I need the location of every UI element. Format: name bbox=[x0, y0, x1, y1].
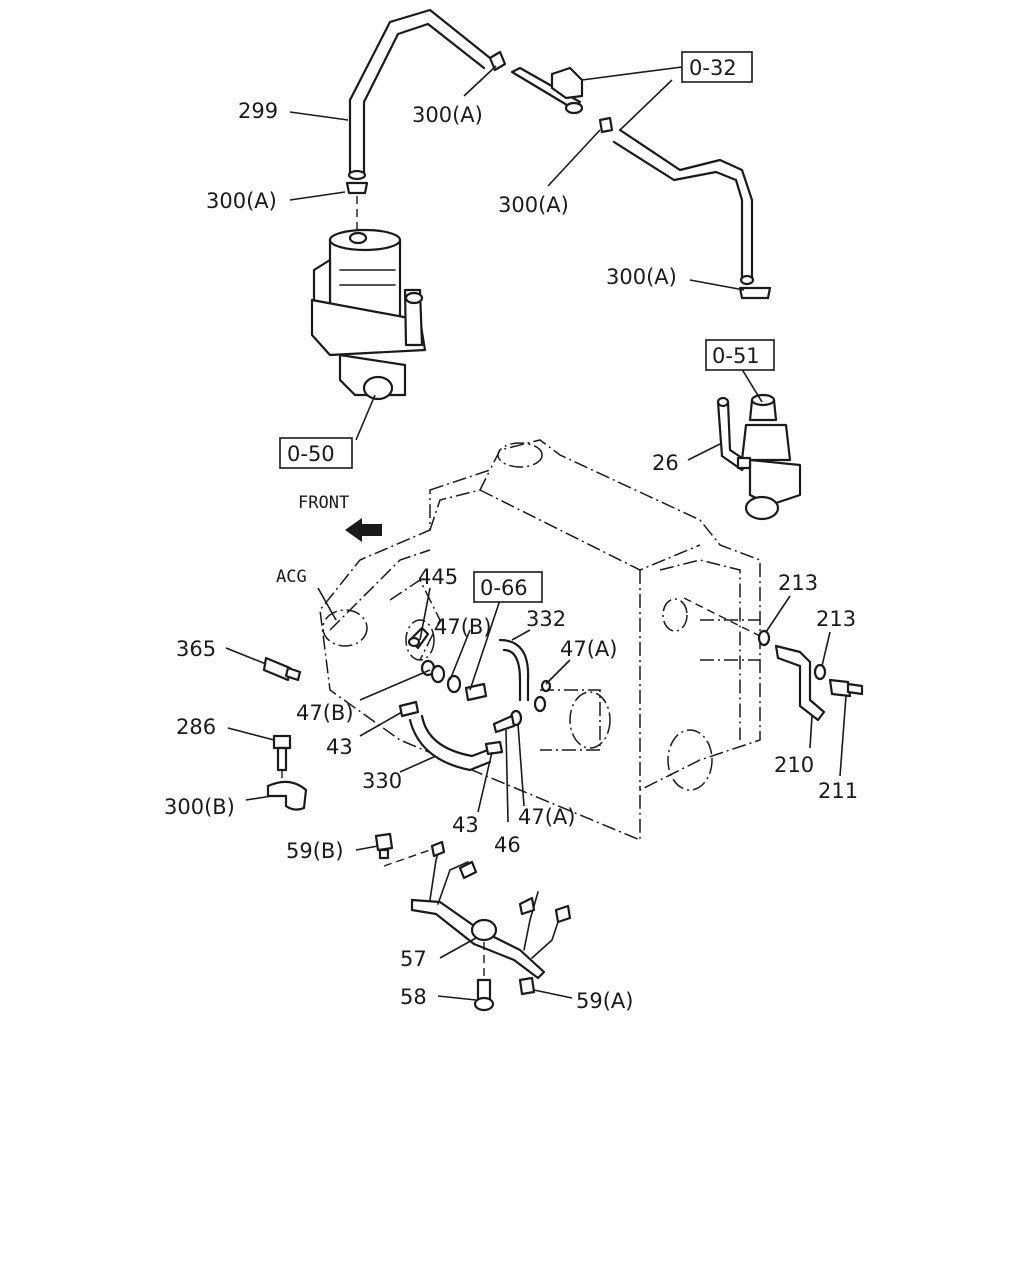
label-59b: 59(B) bbox=[286, 839, 344, 863]
ref-box-032: 0-32 bbox=[681, 51, 753, 83]
clamp-300a-upper bbox=[488, 50, 507, 72]
bolt-066 bbox=[464, 682, 488, 702]
bolt-445 bbox=[407, 626, 430, 650]
clamp-43-upper bbox=[398, 700, 420, 718]
hose-299 bbox=[347, 8, 492, 181]
label-213-1: 213 bbox=[778, 571, 818, 595]
ref-label-051: 0-51 bbox=[712, 344, 760, 368]
label-front: FRONT bbox=[298, 493, 349, 513]
fitting-210 bbox=[683, 597, 827, 722]
label-43-1: 43 bbox=[326, 735, 353, 759]
bolt-286 bbox=[272, 734, 292, 782]
ref-label-050: 0-50 bbox=[287, 442, 335, 466]
label-299: 299 bbox=[238, 99, 278, 123]
hose-330 bbox=[408, 714, 492, 772]
clamp-300a-top-left bbox=[345, 181, 369, 195]
label-300a-4: 300(A) bbox=[606, 265, 677, 289]
leader-lines bbox=[225, 65, 847, 1001]
clamp-43-lower bbox=[484, 740, 504, 756]
ref-box-066: 0-66 bbox=[473, 571, 543, 603]
reservoir-050 bbox=[310, 196, 427, 401]
ref-box-050: 0-50 bbox=[279, 437, 353, 469]
valve-assembly-051 bbox=[740, 393, 802, 521]
label-211: 211 bbox=[818, 779, 858, 803]
label-365: 365 bbox=[176, 637, 216, 661]
bolt-46 bbox=[492, 714, 516, 734]
label-47a-2: 47(A) bbox=[518, 805, 575, 829]
label-47b-2: 47(B) bbox=[296, 701, 354, 725]
ref-box-051: 0-51 bbox=[705, 339, 775, 371]
clamp-300b bbox=[266, 780, 308, 811]
fitting-365 bbox=[262, 656, 302, 682]
pipe-332 bbox=[498, 638, 530, 702]
bolt-211 bbox=[828, 678, 864, 698]
label-445: 445 bbox=[418, 565, 458, 589]
clamp-300a-right bbox=[738, 286, 772, 300]
label-286: 286 bbox=[176, 715, 216, 739]
engine-block bbox=[319, 439, 761, 842]
ref-label-066: 0-66 bbox=[480, 576, 528, 600]
label-43-2: 43 bbox=[452, 813, 479, 837]
label-58: 58 bbox=[400, 985, 427, 1009]
label-300a-1: 300(A) bbox=[412, 103, 483, 127]
front-arrow-icon bbox=[345, 518, 382, 542]
fuel-rail-57 bbox=[410, 840, 572, 980]
label-47a-1: 47(A) bbox=[560, 637, 617, 661]
washers-47b bbox=[420, 659, 462, 694]
label-300b: 300(B) bbox=[164, 795, 235, 819]
label-332: 332 bbox=[526, 607, 566, 631]
connector-pipe-032 bbox=[510, 66, 584, 115]
washers-47a bbox=[509, 679, 552, 727]
bolt-59b bbox=[374, 832, 431, 867]
label-300a-3: 300(A) bbox=[498, 193, 569, 217]
bolt-58 bbox=[473, 942, 495, 1012]
label-210: 210 bbox=[774, 753, 814, 777]
label-acg: ACG bbox=[276, 567, 307, 587]
label-330: 330 bbox=[362, 769, 402, 793]
hose-right bbox=[612, 128, 755, 286]
clamp-300a-mid bbox=[598, 116, 614, 134]
label-213-2: 213 bbox=[816, 607, 856, 631]
label-26: 26 bbox=[652, 451, 679, 475]
label-47b-1: 47(B) bbox=[434, 615, 492, 639]
label-46: 46 bbox=[494, 833, 521, 857]
label-59a: 59(A) bbox=[576, 989, 633, 1013]
bolt-59a bbox=[518, 976, 536, 996]
label-57: 57 bbox=[400, 947, 427, 971]
pipe-26 bbox=[716, 396, 752, 472]
ref-label-032: 0-32 bbox=[689, 56, 737, 80]
label-300a-2: 300(A) bbox=[206, 189, 277, 213]
